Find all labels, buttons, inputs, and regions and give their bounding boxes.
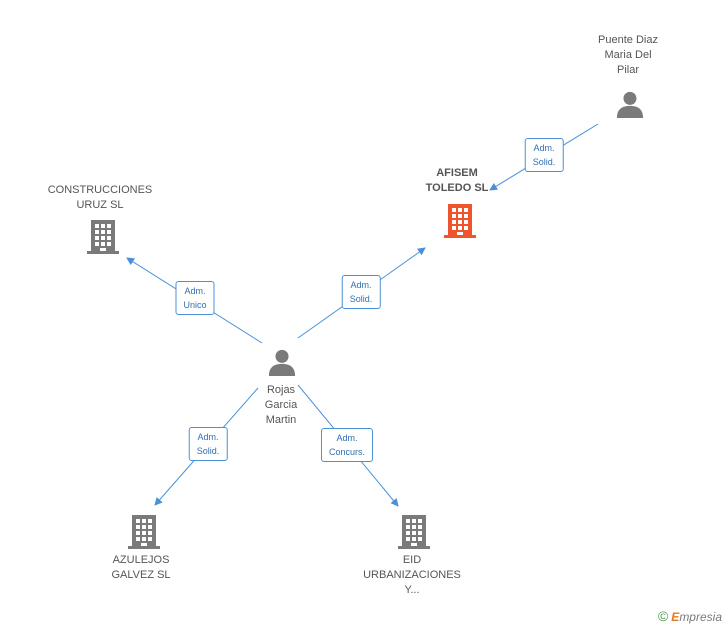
company-name-line: TOLEDO SL [425, 182, 489, 194]
empresia-logo[interactable]: ©Empresia [658, 608, 722, 624]
person-name-line: Puente Diaz [598, 34, 658, 46]
role-badge-center-to-eid[interactable]: Adm. Concurs. [320, 428, 374, 462]
role-badge-line: Adm. [350, 280, 372, 290]
role-badge-center-to-construcciones[interactable]: Adm. Unico [175, 281, 215, 315]
role-badge-line: Solid. [349, 294, 373, 304]
company-name-line: GALVEZ SL [111, 569, 171, 581]
company-name-line: CONSTRUCCIONES [47, 184, 153, 196]
building-icon[interactable] [398, 515, 430, 549]
person-icon[interactable] [268, 349, 296, 376]
role-badge-center-to-azulejos[interactable]: Adm. Solid. [188, 427, 228, 461]
company-name-line: AFISEM [436, 167, 478, 179]
brand-name: mpresia [679, 610, 722, 624]
company-name-afisem[interactable]: AFISEM TOLEDO SL [426, 166, 489, 196]
building-icon[interactable] [87, 220, 119, 254]
role-badge-top-to-afisem[interactable]: Adm. Solid. [524, 138, 564, 172]
person-name-line: Maria Del [604, 49, 652, 61]
role-badge-line: Solid. [196, 446, 220, 456]
role-badge-line: Adm. [336, 433, 358, 443]
role-badge-line: Unico [183, 300, 207, 310]
person-name-top[interactable]: Puente Diaz Maria Del Pilar [598, 33, 658, 78]
role-badge-line: Adm. [533, 143, 555, 153]
company-name-eid[interactable]: EID URBANIZACIONES Y... [363, 553, 461, 598]
company-name-line: URBANIZACIONES [363, 569, 461, 581]
person-icon[interactable] [616, 91, 644, 118]
brand-initial: E [671, 610, 680, 624]
building-icon[interactable] [444, 204, 476, 238]
person-name-line: Martin [265, 414, 297, 426]
copyright-icon: © [657, 608, 669, 624]
company-name-line: Y... [404, 584, 420, 596]
person-name-line: Pilar [616, 64, 639, 76]
role-badge-line: Adm. [197, 432, 219, 442]
person-name-center[interactable]: Rojas Garcia Martin [265, 383, 297, 428]
company-name-azulejos[interactable]: AZULEJOS GALVEZ SL [111, 553, 170, 583]
person-name-line: Garcia [264, 399, 298, 411]
company-name-line: EID [402, 554, 422, 566]
company-name-line: AZULEJOS [112, 554, 170, 566]
building-icon[interactable] [128, 515, 160, 549]
role-badge-line: Solid. [532, 157, 556, 167]
role-badge-line: Concurs. [328, 447, 366, 457]
person-name-line: Rojas [266, 384, 296, 396]
role-badge-line: Adm. [184, 286, 206, 296]
company-name-line: URUZ SL [76, 199, 124, 211]
company-name-construcciones[interactable]: CONSTRUCCIONES URUZ SL [48, 183, 153, 213]
role-badge-center-to-afisem[interactable]: Adm. Solid. [341, 275, 381, 309]
